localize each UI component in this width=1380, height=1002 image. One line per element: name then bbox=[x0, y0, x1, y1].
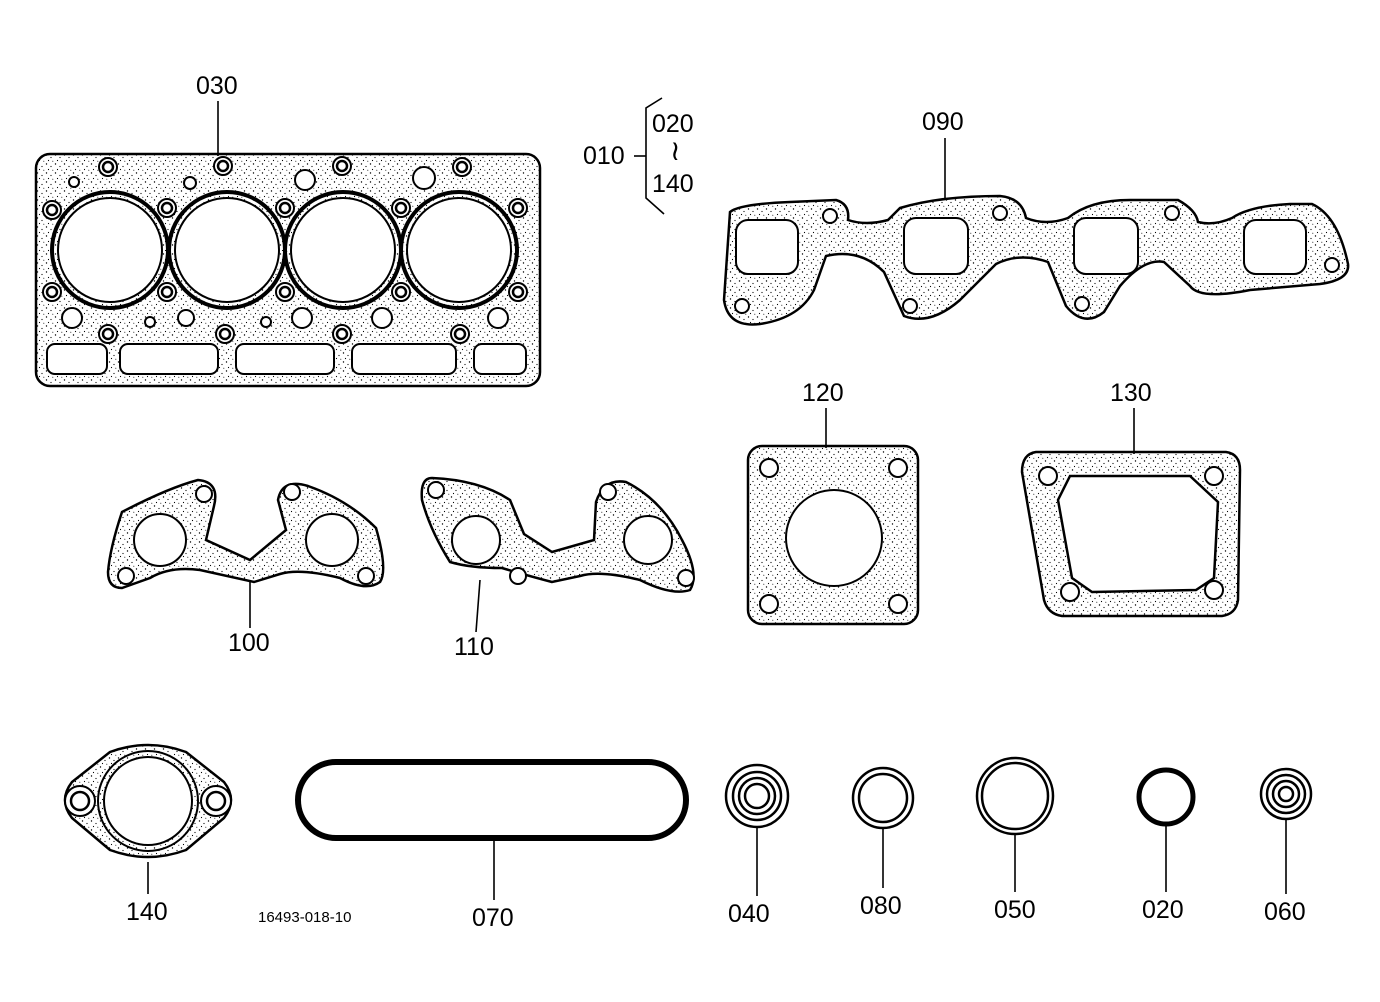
set-range-from: 020 bbox=[652, 110, 694, 138]
part-callouts: 030 090 100 110 120 130 140 070 040 080 … bbox=[126, 72, 1306, 932]
head-bolt-holes bbox=[42, 156, 528, 344]
set-label: 010 bbox=[583, 142, 625, 170]
o-ring-020 bbox=[1136, 767, 1196, 827]
callout-080: 080 bbox=[860, 892, 902, 920]
exhaust-manifold-gasket-100 bbox=[106, 478, 385, 590]
callout-090: 090 bbox=[922, 108, 964, 136]
two-bolt-flange-gasket bbox=[63, 743, 233, 859]
set-range-separator: ≀ bbox=[670, 134, 681, 167]
exhaust-manifold-gasket-110 bbox=[420, 476, 695, 593]
set-range-to: 140 bbox=[652, 170, 694, 198]
ring-080 bbox=[851, 766, 915, 830]
callout-110: 110 bbox=[454, 633, 494, 661]
cover-gasket bbox=[1020, 450, 1242, 618]
ring-050 bbox=[975, 756, 1055, 836]
callout-060: 060 bbox=[1264, 898, 1306, 926]
callout-100: 100 bbox=[228, 629, 270, 657]
cylinder-head-gasket bbox=[34, 152, 542, 388]
loop-seal-gasket bbox=[295, 759, 689, 841]
callout-120: 120 bbox=[802, 379, 844, 407]
callout-070: 070 bbox=[472, 904, 514, 932]
gasket-set-bracket: 010 020 ≀ 140 bbox=[583, 97, 694, 215]
callout-130: 130 bbox=[1110, 379, 1152, 407]
water-passage-holes bbox=[61, 166, 509, 329]
seal-040 bbox=[724, 763, 790, 829]
intake-manifold-gasket bbox=[722, 194, 1350, 326]
callout-040: 040 bbox=[728, 900, 770, 928]
square-flange-gasket bbox=[746, 444, 920, 626]
callout-140: 140 bbox=[126, 898, 168, 926]
cylinder-bores bbox=[50, 190, 519, 310]
drawing-reference-number: 16493-018-10 bbox=[258, 909, 351, 926]
callout-030: 030 bbox=[196, 72, 238, 100]
callout-050: 050 bbox=[994, 896, 1036, 924]
oil-return-slots bbox=[46, 343, 527, 375]
leader-lines bbox=[147, 101, 1287, 900]
callout-020: 020 bbox=[1142, 896, 1184, 924]
seal-060 bbox=[1259, 767, 1313, 821]
